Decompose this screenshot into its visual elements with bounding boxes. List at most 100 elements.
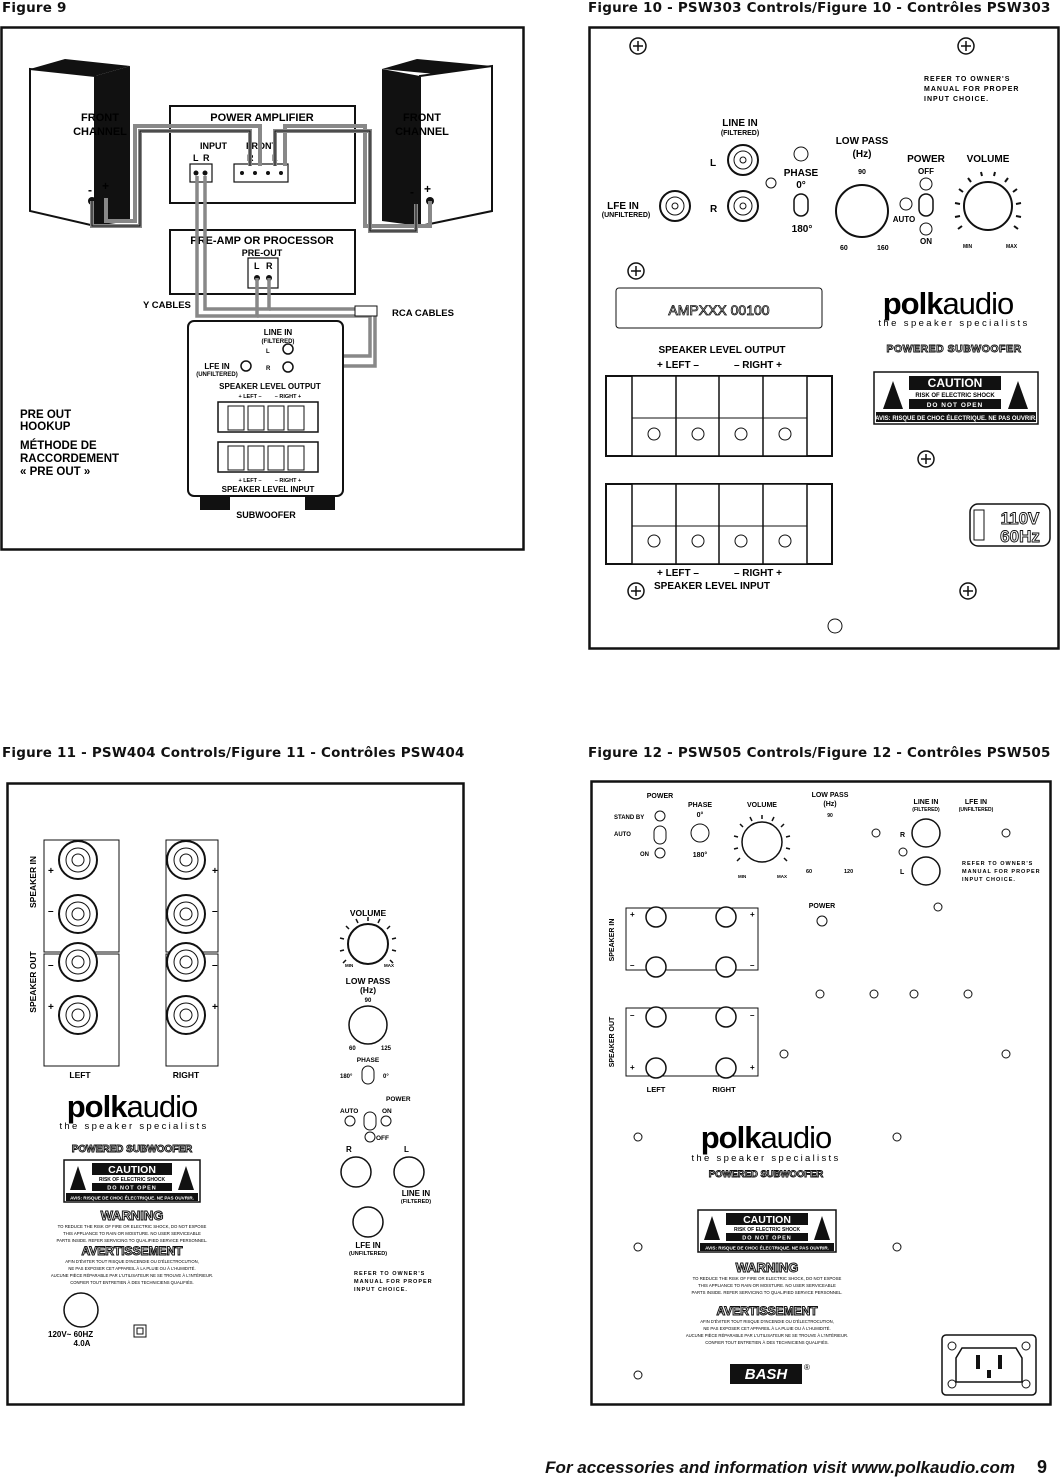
caution-label: CAUTION RISK OF ELECTRIC SHOCK DO NOT OP… bbox=[697, 1209, 837, 1253]
lfe-in-jack[interactable] bbox=[1001, 828, 1011, 838]
svg-text:R: R bbox=[203, 153, 210, 163]
svg-text:SPEAKER LEVEL INPUT: SPEAKER LEVEL INPUT bbox=[222, 485, 315, 494]
svg-text:L: L bbox=[404, 1145, 409, 1154]
serial-label bbox=[615, 287, 823, 329]
svg-text:NE PAS EXPOSER CET APPAREIL À: NE PAS EXPOSER CET APPAREIL À LA PLUIE O… bbox=[68, 1266, 195, 1271]
svg-text:AUCUNE PIÈCE RÉPARABLE PAR L'U: AUCUNE PIÈCE RÉPARABLE PAR L'UTILISATEUR… bbox=[51, 1273, 213, 1278]
line-in-l-jack[interactable] bbox=[911, 856, 941, 886]
svg-text:VOLUME: VOLUME bbox=[350, 908, 387, 918]
figure-11-title: Figure 11 - PSW404 Controls/Figure 11 - … bbox=[2, 745, 465, 761]
svg-text:R: R bbox=[266, 261, 273, 271]
line-in-r-jack[interactable] bbox=[911, 818, 941, 848]
speaker-binding-posts[interactable] bbox=[625, 906, 759, 1079]
subwoofer-label: SUBWOOFER bbox=[236, 510, 296, 520]
svg-text:INPUT CHOICE.: INPUT CHOICE. bbox=[924, 96, 989, 103]
svg-text:INPUT CHOICE.: INPUT CHOICE. bbox=[962, 877, 1016, 883]
svg-text:SPEAKER OUT: SPEAKER OUT bbox=[28, 950, 38, 1012]
svg-text:90: 90 bbox=[365, 998, 372, 1004]
svg-text:90: 90 bbox=[827, 813, 833, 819]
svg-text:PHASE: PHASE bbox=[357, 1057, 380, 1064]
svg-text:LEFT: LEFT bbox=[69, 1070, 91, 1080]
volume-knob[interactable] bbox=[954, 171, 1022, 231]
svg-text:(UNFILTERED): (UNFILTERED) bbox=[959, 807, 994, 813]
power-indicator bbox=[816, 915, 828, 927]
caution-label: CAUTION RISK OF ELECTRIC SHOCK DO NOT OP… bbox=[873, 371, 1039, 425]
polk-logo: polkaudio bbox=[701, 1120, 832, 1155]
caution-label: CAUTION RISK OF ELECTRIC SHOCK DO NOT OP… bbox=[63, 1159, 201, 1203]
svg-text:OFF: OFF bbox=[376, 1135, 389, 1142]
svg-text:TO REDUCE THE RISK OF FIRE OR: TO REDUCE THE RISK OF FIRE OR ELECTRIC S… bbox=[693, 1276, 842, 1281]
svg-text:120V~ 60HZ: 120V~ 60HZ bbox=[48, 1330, 93, 1339]
svg-text:CONFIER TOUT ENTRETIEN À DES T: CONFIER TOUT ENTRETIEN À DES TECHNICIENS… bbox=[70, 1280, 193, 1285]
svg-text:R: R bbox=[710, 204, 718, 215]
svg-text:(Hz): (Hz) bbox=[823, 801, 836, 808]
right-channel-label: CHANNEL bbox=[395, 126, 449, 138]
svg-text:WARNING: WARNING bbox=[736, 1260, 799, 1275]
y-cables-label: Y CABLES bbox=[143, 300, 191, 311]
svg-text:+ LEFT –: + LEFT – bbox=[657, 360, 699, 371]
svg-text:CONFIER TOUT ENTRETIEN À DES T: CONFIER TOUT ENTRETIEN À DES TECHNICIENS… bbox=[705, 1340, 828, 1345]
svg-text:+ LEFT –: + LEFT – bbox=[657, 568, 699, 579]
power-switch[interactable] bbox=[653, 825, 667, 845]
power-switch[interactable] bbox=[363, 1111, 377, 1131]
svg-text:-: - bbox=[410, 185, 414, 199]
svg-text:PARTS INSIDE. REFER SERVICING: PARTS INSIDE. REFER SERVICING TO QUALIFI… bbox=[57, 1238, 208, 1243]
svg-text:+ LEFT –: + LEFT – bbox=[238, 394, 261, 400]
svg-text:90: 90 bbox=[858, 169, 866, 176]
svg-text:4.0A: 4.0A bbox=[74, 1339, 91, 1348]
svg-text:(UNFILTERED): (UNFILTERED) bbox=[602, 212, 650, 219]
lfe-in-jack[interactable] bbox=[352, 1206, 384, 1238]
polk-logo: polkaudio bbox=[883, 286, 1014, 321]
left-binding-posts[interactable] bbox=[43, 839, 120, 1067]
figure-9-diagram: FRONT CHANNEL - + FRONT CHANNEL - + POWE… bbox=[0, 26, 525, 551]
speaker-level-input-terminals[interactable] bbox=[605, 483, 833, 565]
svg-text:REFER TO OWNER'S: REFER TO OWNER'S bbox=[962, 861, 1033, 867]
figure-9-title: Figure 9 bbox=[2, 0, 67, 16]
volume-knob[interactable] bbox=[733, 815, 791, 863]
low-pass-knob[interactable] bbox=[348, 1005, 388, 1045]
svg-text:POWERED SUBWOOFER: POWERED SUBWOOFER bbox=[709, 1169, 824, 1180]
svg-text:THIS APPLIANCE TO RAIN OR MOIS: THIS APPLIANCE TO RAIN OR MOISTURE. NO U… bbox=[698, 1283, 836, 1288]
svg-text:L: L bbox=[254, 261, 260, 271]
svg-text:the speaker specialists: the speaker specialists bbox=[691, 1153, 840, 1164]
svg-text:PHASE: PHASE bbox=[784, 168, 819, 179]
svg-text:–: – bbox=[212, 906, 218, 917]
svg-text:+: + bbox=[750, 1063, 755, 1072]
svg-text:SPEAKER IN: SPEAKER IN bbox=[28, 856, 38, 908]
phase-switch[interactable] bbox=[793, 193, 809, 217]
svg-text:POWER: POWER bbox=[907, 154, 946, 165]
phase-button[interactable] bbox=[690, 823, 710, 843]
svg-text:110V: 110V bbox=[1001, 509, 1040, 528]
svg-text:RISK OF ELECTRIC SHOCK: RISK OF ELECTRIC SHOCK bbox=[915, 393, 995, 399]
speaker-level-output-terminals[interactable] bbox=[605, 375, 833, 457]
svg-text:(UNFILTERED): (UNFILTERED) bbox=[196, 372, 238, 378]
figure-10-title: Figure 10 - PSW303 Controls/Figure 10 - … bbox=[588, 0, 1051, 16]
svg-text:THIS APPLIANCE TO RAIN OR MOIS: THIS APPLIANCE TO RAIN OR MOISTURE. NO U… bbox=[63, 1231, 201, 1236]
line-in-jacks[interactable] bbox=[727, 144, 777, 222]
line-in-r-jack[interactable] bbox=[340, 1156, 372, 1188]
low-pass-knob[interactable] bbox=[835, 184, 889, 238]
svg-text:RIGHT: RIGHT bbox=[173, 1070, 200, 1080]
svg-text:MÉTHODE DE: MÉTHODE DE bbox=[20, 439, 97, 452]
svg-text:AFIN D'ÉVITER TOUT RISQUE D'IN: AFIN D'ÉVITER TOUT RISQUE D'INCENDIE OU … bbox=[700, 1319, 834, 1324]
svg-text:LINE IN: LINE IN bbox=[402, 1189, 431, 1198]
svg-text:LOW PASS: LOW PASS bbox=[346, 976, 391, 986]
svg-text:INPUT CHOICE.: INPUT CHOICE. bbox=[354, 1287, 408, 1293]
volume-knob[interactable] bbox=[339, 917, 397, 965]
power-switch[interactable] bbox=[918, 193, 934, 217]
phase-switch[interactable] bbox=[361, 1065, 375, 1085]
iec-power-inlet[interactable] bbox=[941, 1334, 1037, 1396]
svg-text:+: + bbox=[48, 1002, 54, 1013]
svg-text:CAUTION: CAUTION bbox=[743, 1214, 791, 1226]
svg-text:HOOKUP: HOOKUP bbox=[20, 421, 71, 433]
svg-text:PARTS INSIDE. REFER SERVICING: PARTS INSIDE. REFER SERVICING TO QUALIFI… bbox=[692, 1290, 843, 1295]
svg-text:PRE OUT: PRE OUT bbox=[20, 409, 71, 421]
svg-text:– RIGHT +: – RIGHT + bbox=[734, 568, 782, 579]
svg-text:60: 60 bbox=[349, 1046, 356, 1052]
svg-text:ON: ON bbox=[920, 237, 932, 246]
line-in-l-jack[interactable] bbox=[393, 1156, 425, 1188]
right-binding-posts[interactable] bbox=[165, 839, 219, 1067]
svg-text:MIN: MIN bbox=[738, 874, 746, 879]
svg-text:AVERTISSEMENT: AVERTISSEMENT bbox=[81, 1244, 183, 1258]
lfe-in-jack[interactable] bbox=[659, 190, 691, 222]
